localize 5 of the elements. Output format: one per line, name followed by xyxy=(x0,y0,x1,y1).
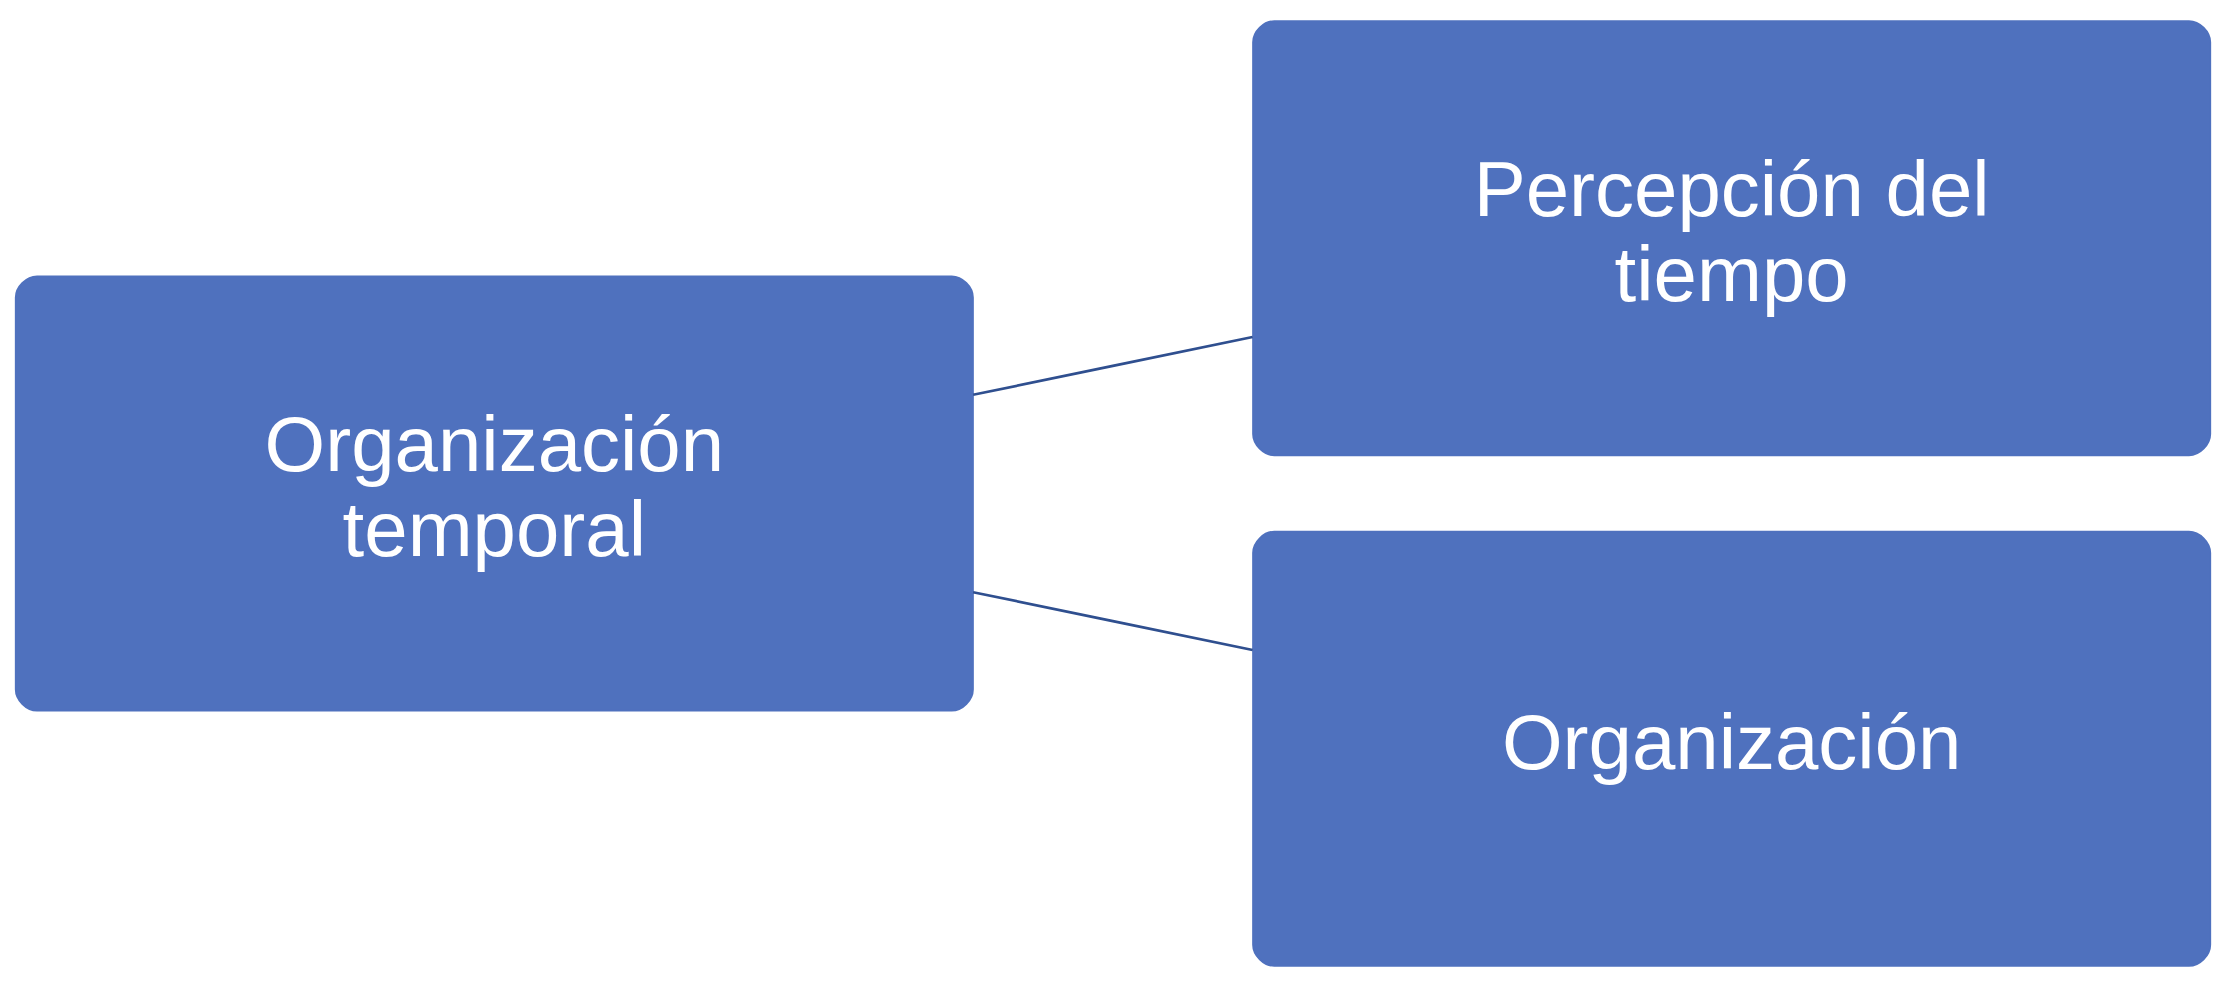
connector xyxy=(972,335,1253,397)
node-box: Organización temporal xyxy=(14,275,974,712)
node-box: Percepción del tiempo xyxy=(1252,20,2212,457)
connector xyxy=(972,590,1253,652)
node-box: Organización xyxy=(1252,530,2212,967)
